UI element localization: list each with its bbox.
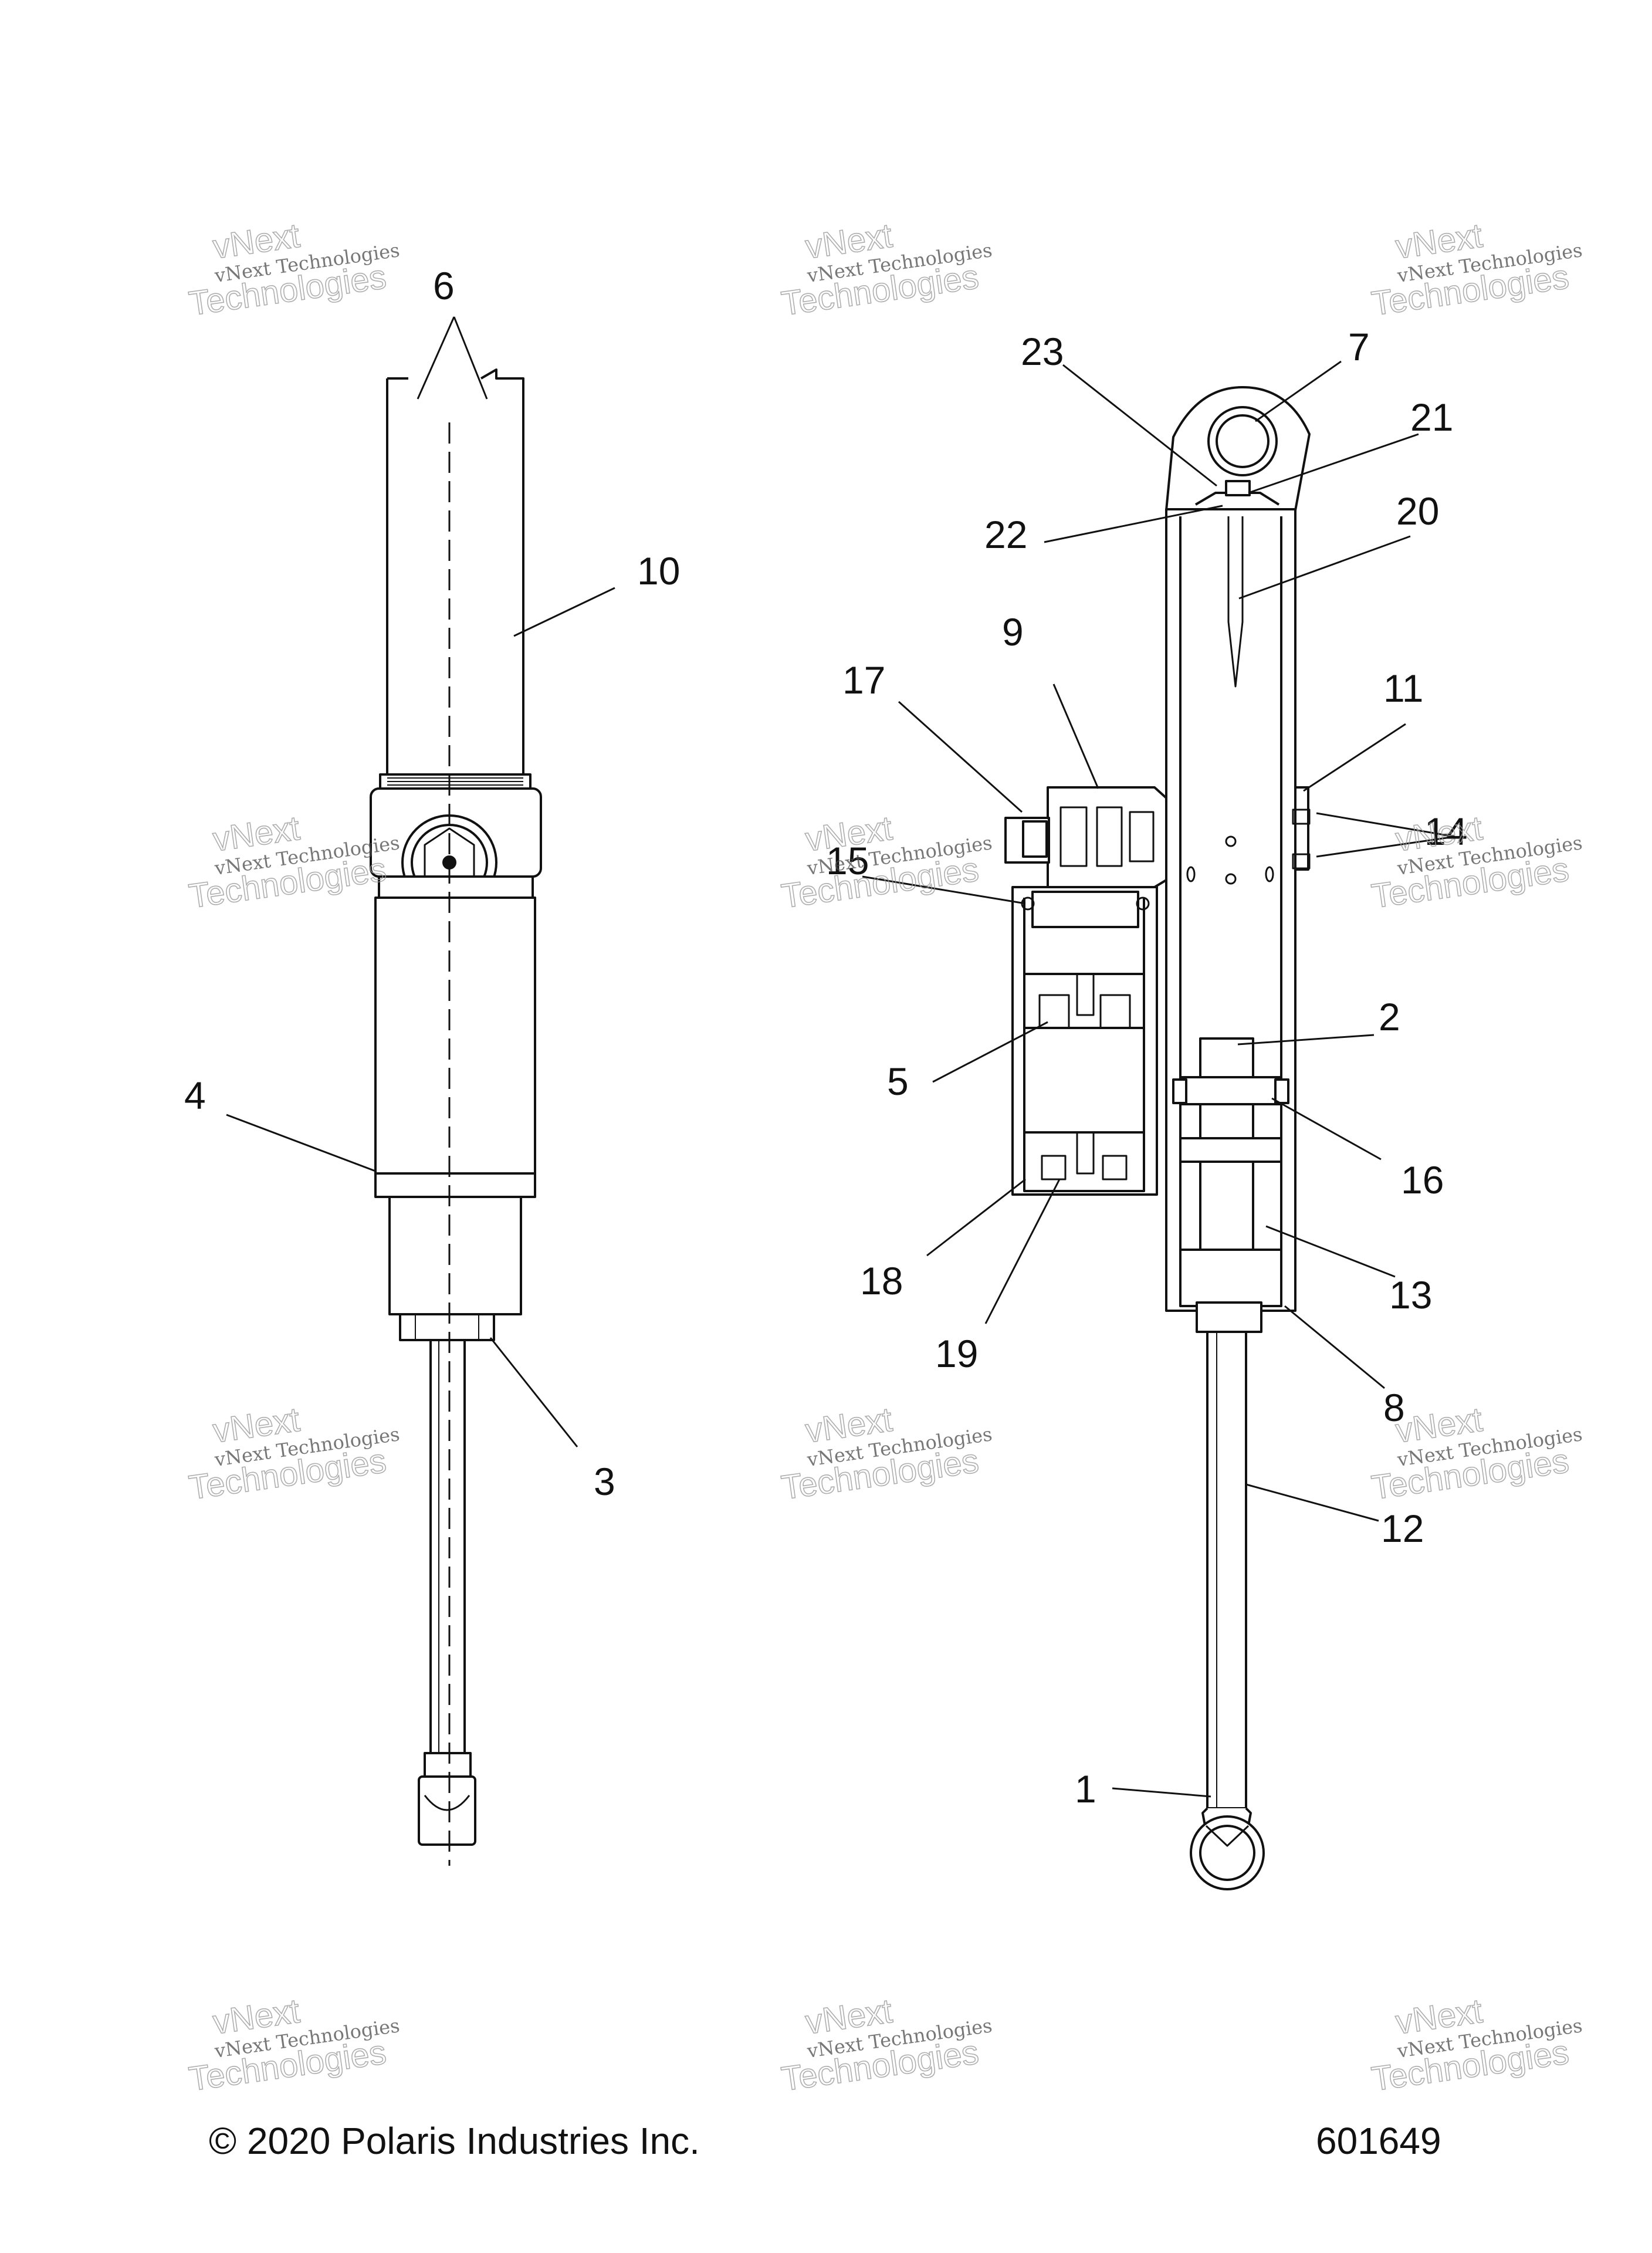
callout-14: 14 <box>1424 810 1467 853</box>
watermark-2: vNext vNext Technologies Technologies <box>778 216 993 323</box>
callout-labels: 6 10 4 3 23 7 21 22 20 9 17 11 14 15 2 5… <box>184 264 1467 1811</box>
damping-needle <box>1227 516 1244 688</box>
callout-16: 16 <box>1401 1158 1444 1202</box>
callout-4: 4 <box>184 1074 206 1117</box>
spring-retainer <box>374 1172 536 1198</box>
cutaway-shaft <box>1206 1331 1247 1809</box>
callout-7: 7 <box>1348 325 1370 368</box>
shock-cutaway-view <box>1004 386 1311 1890</box>
copyright-text: © 2020 Polaris Industries Inc. <box>209 2120 700 2162</box>
callout-12: 12 <box>1381 1507 1424 1550</box>
callout-5: 5 <box>887 1060 909 1103</box>
watermark-6: vNext vNext Technologies Technologies <box>1369 808 1583 916</box>
callout-10: 10 <box>637 549 680 593</box>
callout-11: 11 <box>1383 667 1424 710</box>
watermark-8: vNext vNext Technologies Technologies <box>778 1400 993 1507</box>
watermark-11: vNext vNext Technologies Technologies <box>778 1991 993 2099</box>
watermark-3: vNext vNext Technologies Technologies <box>1369 216 1583 323</box>
callout-15: 15 <box>826 839 869 882</box>
callout-21: 21 <box>1410 395 1453 439</box>
watermark-7: vNext vNext Technologies Technologies <box>186 1400 401 1507</box>
callout-19: 19 <box>935 1332 978 1375</box>
seal-nut <box>399 1313 495 1341</box>
watermark-10: vNext vNext Technologies Technologies <box>186 1991 401 2099</box>
lower-body <box>388 1196 522 1315</box>
callout-1: 1 <box>1075 1767 1096 1811</box>
ribbed-ring <box>379 773 532 790</box>
reservoir <box>1004 786 1167 1196</box>
callout-2: 2 <box>1379 995 1400 1038</box>
callout-9: 9 <box>1002 610 1024 654</box>
upper-body <box>386 368 524 786</box>
leader-lines <box>226 316 1455 1798</box>
callout-13: 13 <box>1389 1273 1432 1317</box>
main-body <box>374 897 536 1175</box>
diagram-part-number: 601649 <box>1316 2120 1441 2162</box>
shock-exterior-view <box>370 368 542 1866</box>
callout-22: 22 <box>984 513 1027 556</box>
callout-17: 17 <box>842 658 885 702</box>
callout-8: 8 <box>1383 1386 1405 1429</box>
cutaway-main-cylinder <box>1165 508 1296 1312</box>
callout-6: 6 <box>433 264 455 307</box>
watermark-1: vNext vNext Technologies Technologies <box>186 216 401 323</box>
watermark-5: vNext vNext Technologies Technologies <box>778 808 993 916</box>
callout-18: 18 <box>860 1259 903 1303</box>
shaft <box>429 1339 466 1754</box>
watermark-12: vNext vNext Technologies Technologies <box>1369 1991 1583 2099</box>
callout-3: 3 <box>594 1460 615 1503</box>
callout-20: 20 <box>1396 489 1439 533</box>
callout-23: 23 <box>1021 330 1064 373</box>
